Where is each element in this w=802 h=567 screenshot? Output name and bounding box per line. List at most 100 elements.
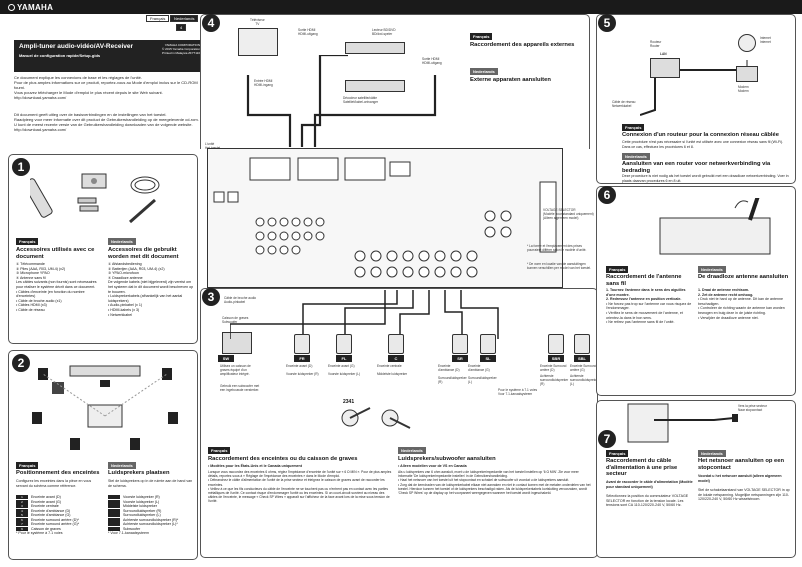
legend-label: Enceinte surround arrière (D)* — [31, 517, 79, 522]
router-icon — [650, 58, 680, 78]
subwoofer-label: Caisson de graves Subwoofer — [222, 316, 249, 324]
document-subtitle: Manuel de configuration rapide/Setup-gid… — [19, 53, 101, 58]
step1-lang-fr: Français — [16, 238, 39, 245]
step7-body-nl: Stel de schakelaarstand van VOLTAGE SELE… — [698, 488, 790, 502]
legend-label: Achterste surroundluidspreker (L)* — [123, 522, 178, 526]
legend-tag — [108, 495, 120, 500]
legend-label: Surroundluidspreker (R) — [123, 508, 162, 513]
step3-number: 3 — [202, 288, 220, 306]
hdmi-cables-drawing — [246, 55, 437, 147]
microphone-icon — [81, 173, 107, 189]
list-item: • Câble de broche audio (x1) — [16, 298, 62, 303]
spk-sbl-caption: Enceinte Surround arrière (G) — [570, 364, 597, 372]
step2-intro-fr: Configurez les enceintes dans la pièce e… — [16, 479, 92, 488]
legend-row: Surroundluidspreker (L) — [108, 513, 196, 518]
modem-label: Modem Modem — [738, 85, 749, 93]
brand-name: YAMAHA — [17, 3, 54, 12]
legend-row: Surroundluidspreker (R) — [108, 509, 196, 514]
legend-label: Enceinte avant (G) — [31, 499, 61, 504]
list-item: 1. Draai de antenne rechtsom. — [698, 288, 750, 292]
bd-player-icon — [345, 42, 405, 54]
legend-tag — [108, 522, 120, 527]
list-item: • Câbles d'enceinte (en fonction du nomb… — [16, 289, 85, 299]
legend-row: Voorste luidspreker (R) — [108, 495, 196, 500]
step6-steps-nl: 1. Draai de antenne rechtsom. 2. Zet de … — [698, 288, 790, 320]
step1-number: 1 — [12, 158, 30, 176]
step2-lang-nl: Nederlands — [108, 462, 136, 469]
sys71-note: Pour le système à 7.1 voies Voor 7.1-kan… — [498, 388, 538, 396]
list-item: De volgende kabels (niet bijgeleverd) zi… — [108, 280, 194, 294]
step2-number: 2 — [12, 354, 30, 372]
legend-row: Voorste luidspreker (L) — [108, 500, 196, 505]
sw-note-fr: Utilisez un caisson de graves équipé d'u… — [220, 364, 251, 376]
remote-control-icon — [30, 178, 53, 218]
speaker-sr-icon — [452, 334, 468, 354]
step4-title-nl: Externe apparaten aansluiten — [470, 77, 551, 83]
legend-label: Enceinte d'ambiance (G) — [31, 513, 71, 517]
hdmi-out-label-1: Sortie HDMI HDMI-uitgang — [298, 28, 318, 36]
legend-label: Enceinte avant (D) — [31, 495, 61, 499]
speaker-tag-c: C — [388, 355, 404, 362]
bd-label: Lecteur BD/DVD BD/dvd-speler — [372, 28, 396, 36]
step5-number: 5 — [598, 14, 616, 32]
step1-title-nl: Accessoires die gebruikt worden met dit … — [108, 247, 179, 260]
step7-number: 7 — [598, 430, 616, 448]
step2-note-fr: * Pour le système à 7.1 voies — [16, 531, 63, 535]
step2-lang-fr: Français — [16, 462, 39, 469]
step4-number: 4 — [202, 14, 220, 32]
document-title: Ampli-tuner audio-vidéo/AV-Receiver — [19, 43, 134, 50]
list-item: • HDMI-kabels (x 3) — [108, 307, 140, 312]
intro-nl: Dit document geeft uitleg over de basisv… — [14, 112, 199, 132]
step2-title-nl: Luidsprekers plaatsen — [108, 470, 170, 476]
legend-tag: 5 — [16, 513, 28, 518]
step6-number: 6 — [598, 186, 616, 204]
speaker-tag-fl: FL — [336, 355, 352, 362]
step7-title-nl: Het netsnoer aansluiten op een stopconta… — [698, 458, 785, 471]
list-item: • Audio-pinkabel (x 1) — [108, 303, 143, 308]
jack-note-nl: * De vorm en locatie van de aansluitinge… — [527, 262, 591, 270]
modem-icon — [736, 66, 758, 82]
list-item: ④ Draadloze antenne — [108, 275, 143, 280]
spk-fr-caption: Enceinte avant (D) — [286, 364, 313, 368]
legend-tag — [108, 513, 120, 518]
list-item: • Câbles HDMI (x3) — [16, 303, 47, 308]
step5-title-nl: Aansluiten van een router voor netwerkve… — [622, 161, 771, 174]
legend-tag: 1 — [16, 495, 28, 500]
yamaha-logo: YAMAHA — [8, 3, 53, 12]
speaker-sl-icon — [480, 334, 496, 354]
spk-sr-caption: Enceinte d'ambiance (D) — [438, 364, 460, 372]
speaker-tag-sbl: SBL — [574, 355, 590, 362]
sw-note-nl: Gebruik een subwoofer met een ingebouwde… — [220, 384, 260, 392]
step3-lang-fr: Français — [208, 447, 231, 454]
list-item: • Ne forcez pas trop sur l'antenne car v… — [606, 301, 692, 311]
step5-body-fr: Cette procédure n'est pas nécessaire si … — [622, 140, 784, 149]
list-item: ④ Antenne sans fil — [16, 275, 46, 280]
list-item: 1. Tournez l'antenne dans le sens des ai… — [606, 288, 686, 297]
speaker-tag-sw: SW — [218, 355, 234, 362]
legend-tag: 2 — [16, 499, 28, 504]
legend-row: Middelste luidspreker — [108, 504, 196, 509]
step2-intro-nl: Stel de luidsprekers op in de ruimte aan… — [108, 479, 193, 488]
audio-pin-cable-label: Câble de broche audio Audio-pinkabel — [224, 296, 257, 304]
speaker-tag-sbr: SBR — [548, 355, 564, 362]
step7-title-fr: Raccordement du câble d'alimentation à u… — [606, 458, 678, 477]
list-item: ③ YPAO-microfoon — [108, 271, 139, 276]
legend-label: Achterste surroundluidspreker (R)* — [123, 517, 179, 522]
legend-label: Voorste luidspreker (L) — [123, 499, 160, 504]
receiver-jacks — [213, 157, 557, 278]
legend-row: Achterste surroundluidspreker (R)* — [108, 518, 196, 523]
step2-note-nl: * Voor 7.1-kanaalsysteem — [108, 531, 149, 535]
tv-label: Téléviseur TV — [250, 18, 265, 26]
network-cables — [640, 60, 748, 116]
spk-sl-caption-nl: Surroundluidspreker (L) — [468, 376, 497, 384]
legend-label: Subwoofer — [123, 526, 141, 531]
tuning-fork-icon — [8, 4, 15, 11]
list-item: 2. Redressez l'antenne en position verti… — [606, 297, 682, 302]
step7-body-fr: Sélectionnez la position du commutateur … — [606, 494, 689, 508]
step3-title-fr: Raccordement des enceintes ou du caisson… — [208, 456, 358, 462]
spk-sr-caption-nl: Surroundluidspreker (R) — [438, 376, 467, 384]
